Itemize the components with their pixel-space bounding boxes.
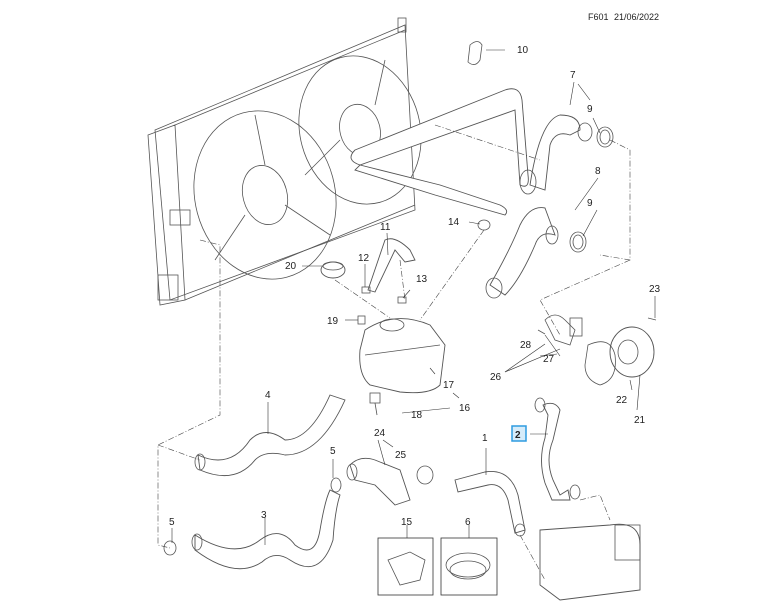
callout-7[interactable]: 7: [570, 70, 576, 81]
callout-2[interactable]: 2: [515, 430, 521, 441]
callout-24[interactable]: 24: [374, 428, 386, 439]
part-25-seal[interactable]: [416, 465, 434, 485]
callout-28[interactable]: 28: [520, 340, 532, 351]
part-11-vent-hose[interactable]: [367, 238, 416, 293]
callout-11[interactable]: 11: [380, 222, 391, 233]
part-18-sensor[interactable]: [369, 392, 381, 416]
callout-14[interactable]: 14: [448, 217, 460, 228]
callout-13[interactable]: 13: [416, 274, 428, 285]
highlight-box-part-2[interactable]: [511, 425, 527, 442]
part-19-clip[interactable]: [357, 315, 366, 325]
part-26-connector[interactable]: [537, 314, 583, 346]
diagram-code: F601: [588, 12, 609, 22]
callout-12[interactable]: 12: [358, 253, 370, 264]
part-1-hose[interactable]: [454, 471, 526, 537]
callout-1[interactable]: 1: [482, 433, 488, 444]
callout-17[interactable]: 17: [443, 380, 455, 391]
callout-9a[interactable]: 9: [587, 104, 593, 115]
callout-3[interactable]: 3: [261, 510, 267, 521]
part-4-hose[interactable]: [194, 394, 346, 477]
inset-part-15[interactable]: [377, 537, 434, 596]
part-24-outlet-housing[interactable]: [346, 457, 411, 506]
part-23-bolt[interactable]: [647, 317, 657, 321]
callout-25[interactable]: 25: [395, 450, 407, 461]
part-5-clamp-upper[interactable]: [330, 477, 342, 493]
part-12-clip[interactable]: [361, 286, 371, 294]
part-2-hose[interactable]: [534, 397, 581, 501]
callout-20[interactable]: 20: [285, 261, 297, 272]
part-7-upper-hose[interactable]: [350, 88, 593, 216]
oil-filter-housing[interactable]: [539, 523, 641, 601]
part-3-hose[interactable]: [191, 489, 341, 570]
part-5-clamp-lower[interactable]: [163, 540, 177, 556]
part-22-gasket[interactable]: [584, 341, 616, 386]
callout-15[interactable]: 15: [401, 517, 413, 528]
part-9-clamp-lower[interactable]: [569, 231, 587, 253]
part-20-reservoir-cap[interactable]: [320, 261, 346, 279]
callout-26[interactable]: 26: [490, 372, 502, 383]
callout-10[interactable]: 10: [517, 45, 529, 56]
part-10-clip[interactable]: [467, 41, 483, 65]
part-17-expansion-tank[interactable]: [359, 318, 446, 394]
callout-5a[interactable]: 5: [169, 517, 175, 528]
part-8-hose[interactable]: [485, 207, 559, 299]
assembly-lines: [157, 124, 631, 581]
callout-4[interactable]: 4: [265, 390, 271, 401]
leader-lines: [171, 49, 656, 545]
callout-16[interactable]: 16: [459, 403, 471, 414]
callout-5b[interactable]: 5: [330, 446, 336, 457]
inset-part-6[interactable]: [440, 537, 498, 596]
callout-23[interactable]: 23: [649, 284, 661, 295]
callout-21[interactable]: 21: [634, 415, 646, 426]
part-21-water-pump[interactable]: [609, 326, 655, 378]
callout-6[interactable]: 6: [465, 517, 471, 528]
callout-22[interactable]: 22: [616, 395, 628, 406]
radiator-fan-assembly[interactable]: [147, 17, 437, 306]
part-13-clip[interactable]: [397, 296, 407, 304]
part-14-clamp[interactable]: [477, 219, 491, 231]
callout-8[interactable]: 8: [595, 166, 601, 177]
callout-27[interactable]: 27: [543, 354, 555, 365]
callout-9b[interactable]: 9: [587, 198, 593, 209]
part-9-clamp-upper[interactable]: [596, 126, 614, 148]
callout-19[interactable]: 19: [327, 316, 339, 327]
diagram-date: 21/06/2022: [614, 12, 660, 22]
callout-18[interactable]: 18: [411, 410, 423, 421]
